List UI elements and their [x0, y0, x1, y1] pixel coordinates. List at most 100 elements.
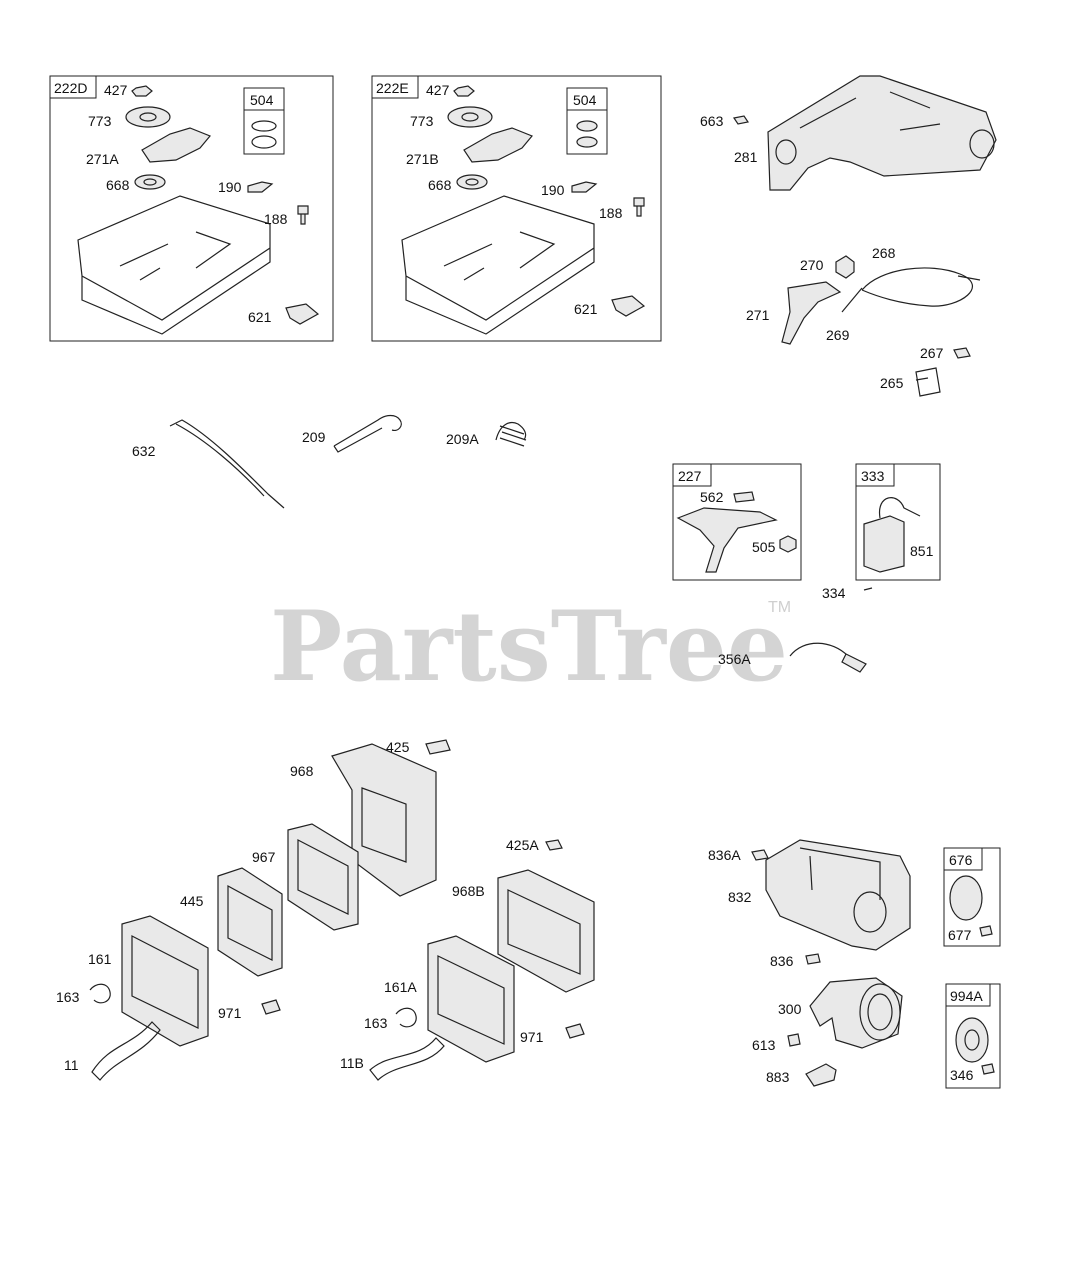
part-label: 188 — [264, 211, 288, 227]
nut-icon — [835, 255, 855, 279]
bracket-icon — [463, 127, 533, 163]
bracket-icon — [141, 127, 211, 163]
part-label: 188 — [599, 205, 623, 221]
screw-icon — [733, 115, 749, 125]
part-label: 300 — [778, 1001, 802, 1017]
part-label: 425A — [506, 837, 539, 853]
screw-icon — [863, 587, 873, 591]
kit-tag: 676 — [949, 852, 973, 868]
part-label: 621 — [248, 309, 272, 325]
cover-icon — [497, 869, 595, 993]
part-label: 265 — [880, 375, 904, 391]
part-label: 836 — [770, 953, 794, 969]
hose-icon — [369, 1037, 445, 1081]
screw-icon — [787, 1033, 801, 1047]
bolt-icon — [297, 205, 309, 225]
washer-icon — [447, 106, 493, 128]
part-label: 968B — [452, 883, 485, 899]
kit-tag: 227 — [678, 468, 702, 484]
part-label: 971 — [520, 1029, 544, 1045]
part-group-356A[interactable]: 334 356A — [718, 585, 873, 673]
part-label: 632 — [132, 443, 156, 459]
part-label: 773 — [88, 113, 112, 129]
kit-tag: 994A — [950, 988, 983, 1004]
spring-icon — [333, 414, 402, 447]
bolt-icon — [425, 739, 451, 755]
watermark-brand: PartsTree — [270, 590, 788, 703]
part-label: 677 — [948, 927, 972, 943]
screw-icon — [751, 849, 769, 861]
part-label: 668 — [428, 177, 452, 193]
kit-222E[interactable]: 222E 504 427 773 271B 668 190 188 621 — [371, 75, 662, 342]
bolt-icon — [571, 181, 598, 193]
washer-icon — [125, 106, 171, 128]
part-label: 356A — [718, 651, 751, 667]
clip-icon — [285, 303, 320, 325]
part-label: 11B — [340, 1055, 364, 1071]
part-label: 11 — [64, 1057, 79, 1073]
part-label: 271 — [746, 307, 770, 323]
part-label: 663 — [700, 113, 724, 129]
part-label: 190 — [218, 179, 242, 195]
nut-icon — [779, 535, 797, 553]
part-label: 445 — [180, 893, 204, 909]
lever-icon — [676, 507, 778, 573]
part-label: 267 — [920, 345, 944, 361]
nut-icon — [453, 85, 475, 97]
bracket-icon — [767, 75, 997, 191]
part-label: 271B — [406, 151, 439, 167]
part-group-throttle[interactable]: 270 268 271 269 — [746, 245, 981, 345]
kit-994A[interactable]: 994A 346 — [945, 983, 1001, 1089]
kit-333[interactable]: 333 851 — [855, 463, 941, 581]
part-group-air-cleaner[interactable]: 425 968 967 445 425A 968B 161 163 971 11… — [56, 739, 595, 1081]
part-label: 281 — [734, 149, 758, 165]
part-label: 773 — [410, 113, 434, 129]
heat-shield-icon — [765, 839, 911, 951]
watermark-trademark: TM — [768, 599, 791, 616]
wire-icon — [789, 642, 849, 657]
kit-676[interactable]: 676 677 — [943, 847, 1001, 947]
kit-tag: 222D — [54, 80, 87, 96]
part-label: 967 — [252, 849, 276, 865]
part-label: 668 — [106, 177, 130, 193]
part-label: 836A — [708, 847, 741, 863]
kit-227[interactable]: 227 562 505 — [672, 463, 802, 581]
kit-222D[interactable]: 222D 504 427 773 271A 668 190 188 621 — [49, 75, 334, 342]
part-label: 971 — [218, 1005, 242, 1021]
part-label: 268 — [872, 245, 896, 261]
grommet-icon — [456, 174, 488, 190]
lever-icon — [781, 281, 842, 345]
part-group-281[interactable]: 663 281 — [700, 75, 997, 191]
part-group-300[interactable]: 300 613 883 — [752, 977, 903, 1087]
grommet-icon — [134, 174, 166, 190]
part-label: 163 — [56, 989, 80, 1005]
part-label: 883 — [766, 1069, 790, 1085]
subkit-tag: 504 — [573, 92, 597, 108]
part-label: 505 — [752, 539, 776, 555]
link-icon — [169, 419, 285, 509]
part-group-265[interactable]: 267 265 — [880, 345, 971, 397]
part-group-muffler[interactable]: 836A 832 836 — [708, 839, 911, 969]
cable-icon — [861, 267, 974, 307]
screw-icon — [953, 347, 971, 359]
pre-cleaner-icon — [217, 867, 283, 977]
clip-icon — [915, 367, 941, 397]
bolt-icon — [247, 181, 274, 193]
part-label: 425 — [386, 739, 410, 755]
part-label: 269 — [826, 327, 850, 343]
screw-icon — [805, 953, 821, 965]
base-icon — [121, 915, 209, 1047]
screen-icon — [949, 875, 983, 921]
part-label: 621 — [574, 301, 598, 317]
part-group-springs[interactable]: 632 209 209A — [132, 414, 527, 509]
part-label: 427 — [426, 82, 450, 98]
clip-icon — [611, 295, 646, 317]
part-label: 209A — [446, 431, 479, 447]
screw-icon — [261, 999, 281, 1015]
part-label: 832 — [728, 889, 752, 905]
hose-icon — [91, 1021, 161, 1081]
subkit-tag: 504 — [250, 92, 274, 108]
base-plate-icon — [77, 195, 271, 335]
base-plate-icon — [401, 195, 595, 335]
